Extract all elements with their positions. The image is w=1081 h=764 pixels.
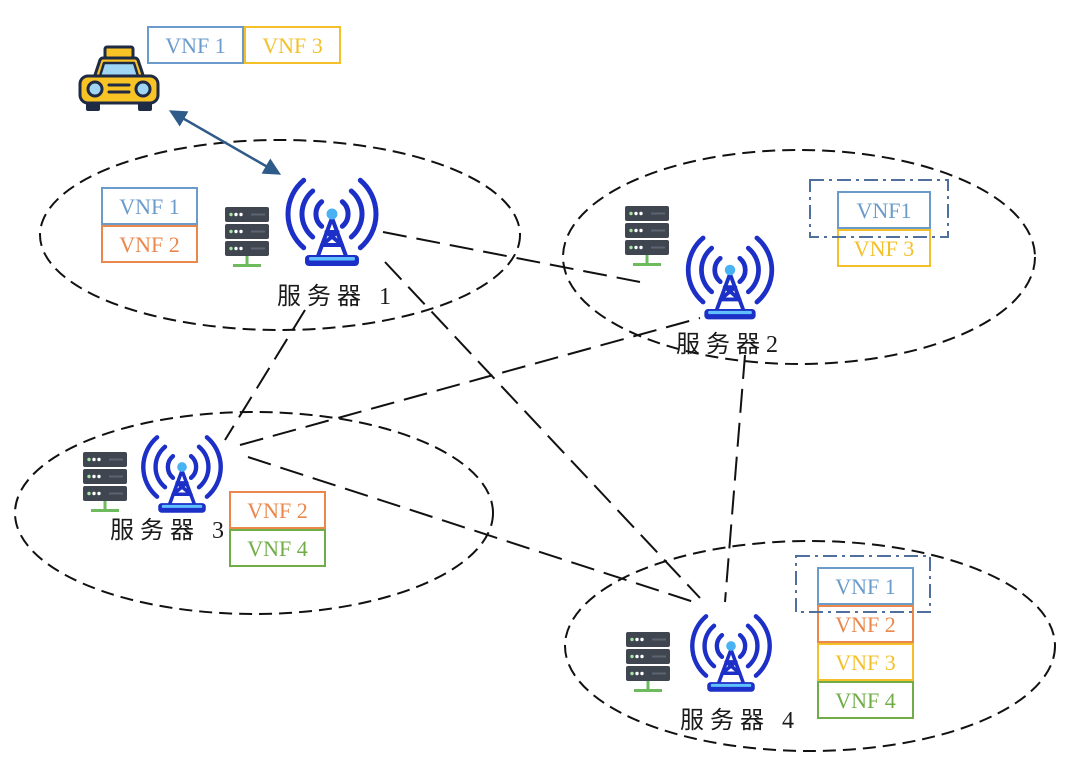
server-rack-icon: [625, 206, 669, 266]
server1-vnf-box-2: VNF 2: [101, 225, 198, 263]
server-rack-icon: [83, 452, 127, 512]
vnf-label: VNF1: [856, 198, 911, 223]
server2-vnf-box-1: VNF1: [837, 191, 931, 229]
server4-vnf-box-3: VNF 3: [817, 643, 914, 681]
vnf-label: VNF 4: [247, 536, 308, 561]
link-server1-server4: [384, 261, 701, 599]
vehicle-vnf-box-1: VNF 1: [147, 26, 244, 64]
vnf-label: VNF 4: [835, 688, 896, 713]
server4-vnf-box-1: VNF 1: [817, 567, 914, 605]
vehicle-link-arrow: [168, 110, 282, 175]
coverage-zone-server-2: [562, 149, 1036, 365]
taxi-icon: [78, 45, 160, 111]
antenna-tower-icon: [143, 437, 220, 512]
vnf-label: VNF 2: [247, 498, 308, 523]
server-rack-icon: [225, 207, 269, 267]
antenna-tower-icon: [288, 180, 376, 266]
shared-vnf-frame-server-2: [809, 179, 949, 238]
coverage-zone-server-4: [564, 540, 1056, 752]
link-server1-server3: [224, 309, 306, 441]
vnf-label: VNF 3: [835, 650, 896, 675]
antenna-tower-icon: [692, 616, 769, 691]
vnf-label: VNF 3: [262, 33, 323, 58]
server1-vnf-box-1: VNF 1: [101, 187, 198, 225]
link-server3-server4: [247, 456, 701, 605]
server-rack-icon: [626, 632, 670, 692]
vehicle-vnf-box-3: VNF 3: [244, 26, 341, 64]
vnf-label: VNF 3: [854, 236, 915, 261]
coverage-zone-server-3: [14, 411, 494, 615]
shared-vnf-frame-server-4: [795, 555, 931, 613]
vnf-label: VNF 1: [119, 194, 180, 219]
server-label-2: 服务器2: [676, 331, 784, 358]
server-label-3: 服务器 3: [110, 517, 230, 544]
link-server1-server2: [382, 231, 641, 283]
link-server3-server2: [239, 317, 701, 446]
link-server2-server4: [724, 354, 746, 603]
server3-vnf-box-4: VNF 4: [229, 529, 326, 567]
server3-vnf-box-2: VNF 2: [229, 491, 326, 529]
server-label-4: 服务器 4: [680, 707, 800, 734]
vnf-label: VNF 1: [835, 574, 896, 599]
server-label-1: 服务器 1: [277, 283, 397, 310]
server2-vnf-box-3: VNF 3: [837, 229, 931, 267]
vnf-label: VNF 2: [835, 612, 896, 637]
vnf-label: VNF 2: [119, 232, 180, 257]
vnf-label: VNF 1: [165, 33, 226, 58]
server4-vnf-box-4: VNF 4: [817, 681, 914, 719]
antenna-tower-icon: [688, 238, 772, 319]
